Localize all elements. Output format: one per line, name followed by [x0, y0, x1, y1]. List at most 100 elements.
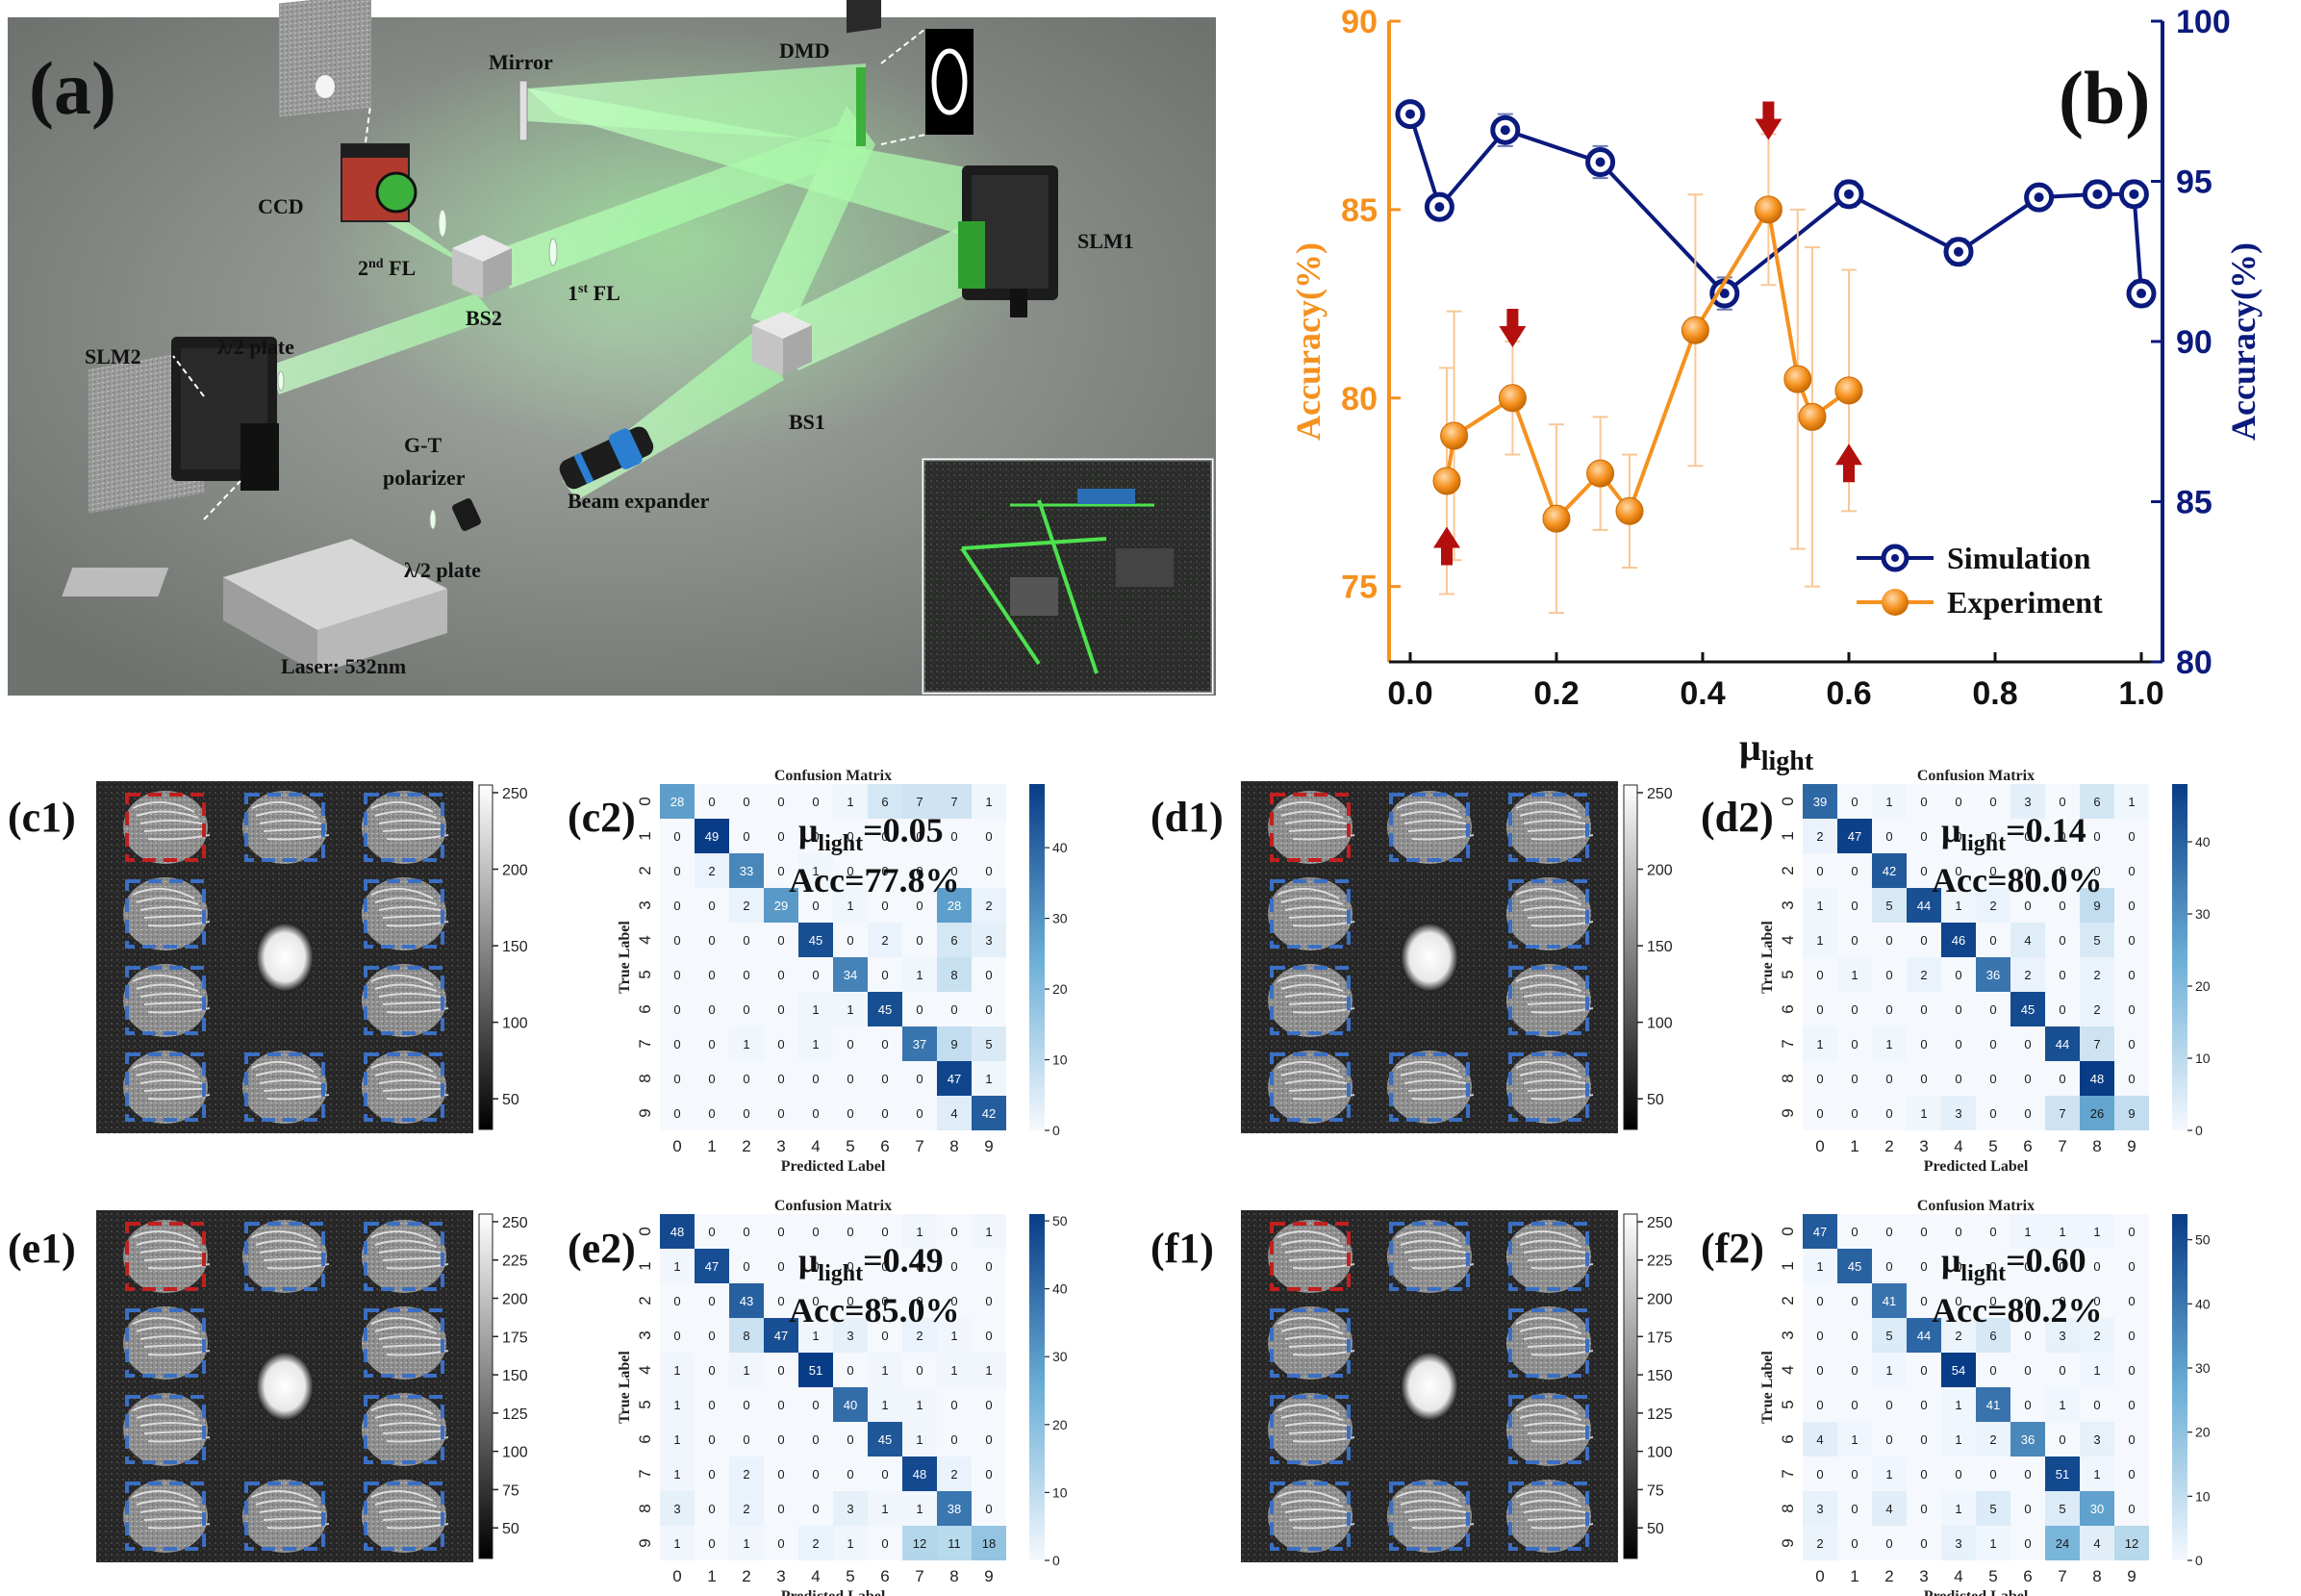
speckle-streak	[1523, 1422, 1586, 1427]
matrix-cell-value: 0	[2093, 1398, 2100, 1412]
y-axis-title: True Label	[1759, 1351, 1776, 1424]
matrix-cell	[1907, 1353, 1941, 1387]
matrix-cell	[695, 888, 729, 923]
matrix-cell	[1976, 1457, 2010, 1491]
matrix-cell	[972, 1283, 1006, 1318]
matrix-cell	[1803, 853, 1837, 888]
matrix-cell	[1907, 957, 1941, 992]
y-tick-label: 1	[636, 831, 654, 840]
x-tick-label: 7	[915, 1567, 923, 1585]
matrix-cell	[972, 1491, 1006, 1526]
target-region-box	[125, 1222, 206, 1291]
matrix-cell-value: 12	[913, 1536, 926, 1551]
y-tick-label: 5	[636, 1400, 654, 1408]
matrix-cell-value: 0	[2059, 1002, 2065, 1017]
matrix-cell-value: 0	[708, 933, 715, 948]
matrix-cell	[2080, 1422, 2114, 1457]
speckle-streak	[1527, 1088, 1590, 1092]
colorbar-tick-label: 50	[502, 1092, 519, 1108]
matrix-cell	[1941, 1249, 1976, 1283]
matrix-cell	[798, 1096, 833, 1130]
matrix-cell	[1837, 1283, 1872, 1318]
matrix-cell	[1872, 1283, 1907, 1318]
matrix-cell-value: 12	[2125, 1536, 2138, 1551]
matrix-cell-value: 0	[1885, 1398, 1892, 1412]
matrix-cell	[2080, 1096, 2114, 1130]
matrix-cell-value: 24	[2056, 1536, 2069, 1551]
matrix-cell-value: 1	[1816, 1259, 1823, 1274]
matrix-cell-value: 5	[1885, 899, 1892, 913]
matrix-cell-value: 47	[705, 1259, 719, 1274]
matrix-cell	[764, 923, 798, 957]
matrix-cell	[2080, 1214, 2114, 1249]
speckle-streak	[1407, 828, 1471, 832]
label-laser: Laser: 532nm	[281, 654, 406, 678]
matrix-cell	[902, 1353, 937, 1387]
matrix-cell	[1872, 1214, 1907, 1249]
panel-e2-letter: (e2)	[568, 1225, 636, 1272]
speckle-streak	[1280, 1499, 1344, 1507]
speckle-streak	[143, 915, 207, 919]
matrix-cell-value: 0	[2128, 1294, 2135, 1308]
speckle-streak	[382, 1257, 445, 1261]
y-tick-label: 2	[1779, 1296, 1797, 1305]
matrix-cell	[1837, 1491, 1872, 1526]
y-tick-label: 0	[1779, 797, 1797, 805]
matrix-cell-value: 2	[916, 1329, 923, 1343]
speckle-streak	[132, 974, 195, 986]
y-right-tick-label: 80	[2176, 645, 2212, 681]
speckle-streak	[378, 993, 442, 998]
matrix-cell	[660, 957, 695, 992]
matrix-cell-value: 26	[2090, 1106, 2104, 1121]
matrix-cell	[937, 1387, 972, 1422]
speckle-streak	[1527, 1257, 1590, 1261]
matrix-cell	[695, 1318, 729, 1353]
matrix-cell	[2080, 784, 2114, 819]
matrix-cell	[764, 1061, 798, 1096]
matrix-cell	[2080, 853, 2114, 888]
matrix-cell-value: 0	[2128, 1002, 2135, 1017]
matrix-cell-value: 1	[985, 795, 992, 809]
detector-region-box	[244, 1052, 325, 1122]
matrix-cell	[1837, 1026, 1872, 1061]
matrix-cell	[1941, 992, 1976, 1026]
colorbar-tick-label: 150	[502, 939, 528, 955]
matrix-cell-value: 0	[950, 1432, 957, 1447]
y-tick-label: 3	[1779, 900, 1797, 909]
colorbar-tick-label: 50	[2195, 1232, 2211, 1248]
matrix-cell-value: 0	[2128, 1502, 2135, 1516]
matrix-cell	[798, 1422, 833, 1457]
y-tick-label: 2	[1779, 866, 1797, 874]
x-tick-label: 3	[1919, 1567, 1928, 1585]
target-region-box	[1270, 793, 1351, 862]
matrix-cell-value: 0	[743, 1398, 749, 1412]
matrix-cell	[972, 1061, 1006, 1096]
matrix-cell-value: 2	[708, 864, 715, 878]
matrix-cell	[798, 1249, 833, 1283]
matrix-cell	[798, 1026, 833, 1061]
matrix-cell	[1837, 1318, 1872, 1353]
matrix-cell-value: 0	[881, 1072, 888, 1086]
panel-d2-letter: (d2)	[1701, 794, 1774, 841]
matrix-cell-value: 2	[2093, 968, 2100, 982]
matrix-cell	[1907, 1387, 1941, 1422]
matrix-cell-value: 0	[1885, 1002, 1892, 1017]
matrix-cell	[902, 1214, 937, 1249]
x-tick-label: 8	[949, 1567, 958, 1585]
x-tick-label: 6	[2023, 1567, 2032, 1585]
matrix-cell	[833, 853, 868, 888]
lens-1st-fl	[548, 238, 558, 266]
matrix-cell-value: 0	[1920, 1037, 1927, 1051]
matrix-cell-value: 0	[950, 1398, 957, 1412]
y-axis-title: True Label	[617, 1351, 633, 1424]
matrix-cell-value: 0	[2128, 968, 2135, 982]
matrix-cell-value: 0	[2024, 1363, 2031, 1378]
matrix-cell-value: 0	[1885, 1432, 1892, 1447]
accuracy-annotation: Acc=80.0%	[1932, 861, 2102, 899]
mu-light-annotation: μlight=0.49	[798, 1241, 944, 1286]
data-point-experiment	[1586, 459, 1615, 488]
detector-region-box	[125, 966, 206, 1035]
matrix-cell	[2010, 784, 2045, 819]
matrix-cell-value: 1	[950, 1329, 957, 1343]
